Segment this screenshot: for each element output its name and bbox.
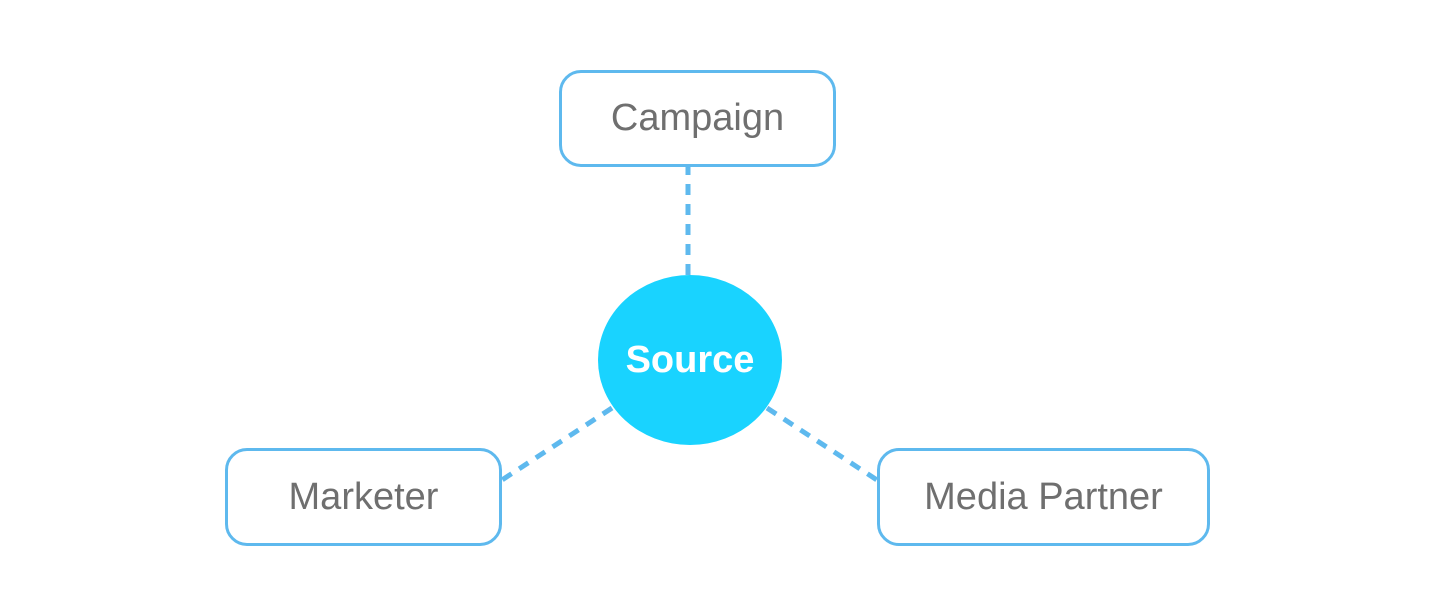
connector-source-media-partner: [765, 405, 879, 483]
connector-source-marketer: [500, 405, 614, 483]
node-media-partner-label: Media Partner: [924, 475, 1163, 518]
node-source-label: Source: [625, 338, 755, 381]
node-marketer: Marketer: [225, 448, 502, 546]
node-campaign-label: Campaign: [610, 97, 785, 139]
node-media-partner: Media Partner: [877, 448, 1210, 546]
node-marketer-label: Marketer: [288, 475, 439, 518]
node-campaign: Campaign: [559, 70, 836, 167]
node-source-hub: Source: [598, 275, 782, 445]
